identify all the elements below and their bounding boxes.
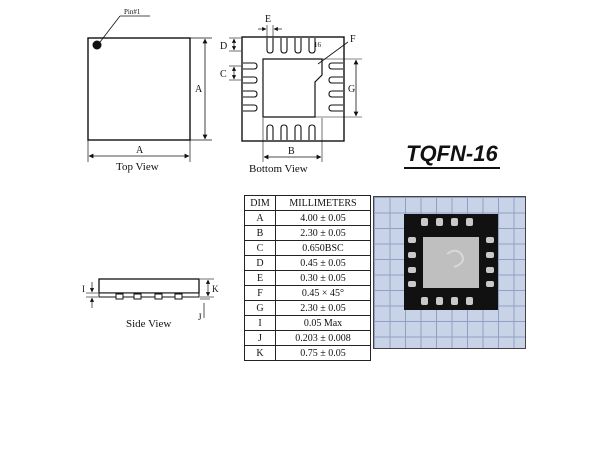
dim-cell: A	[244, 210, 276, 226]
package-photo	[373, 196, 526, 349]
dim-g-label: G	[348, 84, 355, 95]
right-pads	[328, 62, 343, 112]
dim-b-label: B	[288, 146, 295, 157]
value-cell: 0.203 ± 0.008	[275, 330, 371, 346]
side-view: I K J Side View	[82, 278, 219, 330]
pin1-label: Pin#1	[124, 8, 141, 16]
dim-cell: J	[244, 330, 276, 346]
bottom-pads	[266, 124, 316, 140]
bottom-view-label: Bottom View	[249, 163, 308, 175]
dim-cell: D	[244, 255, 276, 271]
dim-c-label: C	[220, 69, 227, 80]
exposed-pad	[262, 58, 323, 118]
dim-cell: E	[244, 270, 276, 286]
dim-e-label: E	[265, 14, 271, 25]
package-title: TQFN-16	[404, 142, 500, 169]
value-cell: 4.00 ± 0.05	[275, 210, 371, 226]
value-cell: 2.30 ± 0.05	[275, 300, 371, 316]
dim-cell: K	[244, 345, 276, 361]
table-header-row: DIM MILLIMETERS	[244, 195, 371, 211]
column-header-millimeters: MILLIMETERS	[275, 195, 371, 211]
value-cell: 0.45 ± 0.05	[275, 255, 371, 271]
value-cell: 0.45 × 45°	[275, 285, 371, 301]
dim-a-vertical-label: A	[195, 84, 203, 95]
bottom-view: 16 E D C F G B Bottom View	[220, 14, 362, 175]
side-view-base	[98, 292, 200, 298]
dim-cell: G	[244, 300, 276, 316]
top-view-body	[87, 37, 191, 141]
chip-pads	[408, 218, 494, 305]
dim-k-label: K	[212, 284, 219, 294]
dim-d-label: D	[220, 41, 227, 52]
value-cell: 0.30 ± 0.05	[275, 270, 371, 286]
chip-exposed-pad	[423, 237, 479, 288]
pin16-label: 16	[314, 41, 322, 49]
dim-j-label: J	[198, 312, 202, 322]
side-view-body	[98, 278, 200, 294]
dim-a-horizontal-label: A	[136, 145, 144, 156]
pin1-marker	[92, 40, 102, 50]
left-pads	[243, 62, 258, 112]
dim-f-label: F	[350, 34, 356, 45]
column-header-dim: DIM	[244, 195, 276, 211]
dim-i-label: I	[82, 284, 85, 294]
dim-cell: B	[244, 225, 276, 241]
value-cell: 0.05 Max	[275, 315, 371, 331]
top-view: Pin#1 A A Top View	[87, 8, 212, 173]
side-view-label: Side View	[126, 318, 171, 330]
dim-cell: C	[244, 240, 276, 256]
top-pads	[266, 38, 316, 54]
top-view-label: Top View	[116, 161, 159, 173]
value-cell: 0.75 ± 0.05	[275, 345, 371, 361]
value-cell: 2.30 ± 0.05	[275, 225, 371, 241]
dim-cell: F	[244, 285, 276, 301]
value-cell: 0.650BSC	[275, 240, 371, 256]
dim-cell: I	[244, 315, 276, 331]
